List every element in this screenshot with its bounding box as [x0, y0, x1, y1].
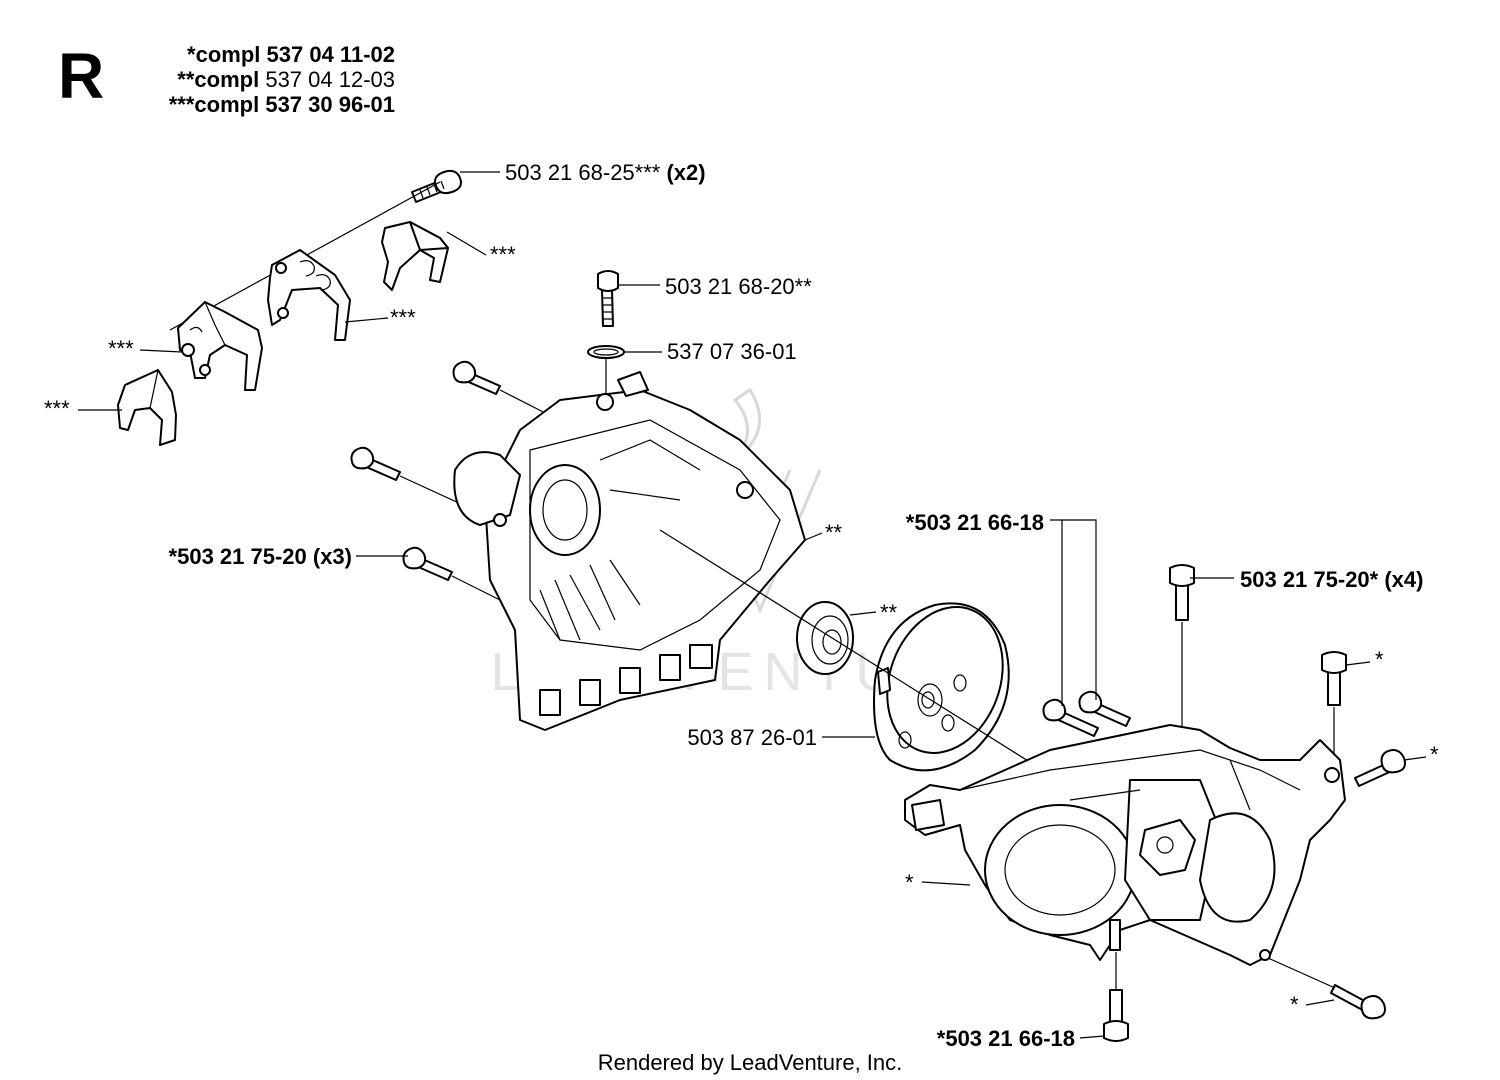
callout-screw-top: 503 21 68-25*** (x2) — [505, 160, 706, 185]
screw-housing-2 — [350, 446, 401, 481]
leader-lines — [78, 171, 1427, 1039]
flywheel — [873, 602, 1010, 772]
callout-housing-left: ** — [825, 520, 843, 545]
callout-screw-right-mid: * — [1430, 742, 1439, 767]
clamp-lower — [117, 369, 177, 446]
footer-credit: Rendered by LeadVenture, Inc. — [598, 1050, 903, 1075]
callout-bearing: ** — [880, 600, 898, 625]
screw-bottom-right — [1330, 984, 1386, 1020]
callout-screw-center: 503 21 68-20** — [665, 274, 812, 299]
screw-right — [1169, 564, 1195, 621]
clamp-upper — [381, 221, 449, 291]
ring — [587, 345, 625, 359]
callout-housing-right: * — [905, 870, 914, 895]
callout-screw-bottom-right: * — [1290, 992, 1299, 1017]
housing-left — [453, 371, 806, 731]
screw-pair-2 — [1078, 690, 1131, 727]
section-letter: R — [58, 40, 104, 112]
callout-screw-bottom: *503 21 66-18 — [937, 1026, 1075, 1051]
screw-housing-1 — [452, 360, 501, 395]
screw-housing-3 — [402, 546, 453, 581]
callout-clamp-middle: *** — [390, 305, 416, 330]
clamp-left — [177, 301, 263, 391]
clamp-middle — [267, 249, 351, 341]
callout-clamp-lower: *** — [44, 396, 70, 421]
screw-right-mid — [1354, 749, 1406, 787]
callout-clamp-upper: *** — [490, 242, 516, 267]
callout-screw-pair: *503 21 66-18 — [906, 510, 1044, 535]
compl-2: **compl 537 04 12-03 — [177, 67, 395, 92]
screw-pair-1 — [1042, 698, 1099, 737]
compl-3: ***compl 537 30 96-01 — [169, 92, 395, 117]
callout-screw-right: 503 21 75-20* (x4) — [1240, 567, 1423, 592]
housing-right — [904, 724, 1346, 966]
callout-screw-left: *503 21 75-20 (x3) — [169, 544, 352, 569]
compl-1: *compl 537 04 11-02 — [187, 42, 395, 67]
callout-ring: 537 07 36-01 — [667, 339, 797, 364]
screw-top — [411, 169, 462, 203]
bearing — [796, 601, 854, 675]
callout-screw-right-top: * — [1375, 647, 1384, 672]
screw-center — [597, 270, 619, 327]
callout-clamp-left: *** — [108, 336, 134, 361]
screw-right-top — [1321, 651, 1347, 706]
screw-bottom — [1103, 989, 1129, 1042]
callout-flywheel: 503 87 26-01 — [687, 725, 817, 750]
